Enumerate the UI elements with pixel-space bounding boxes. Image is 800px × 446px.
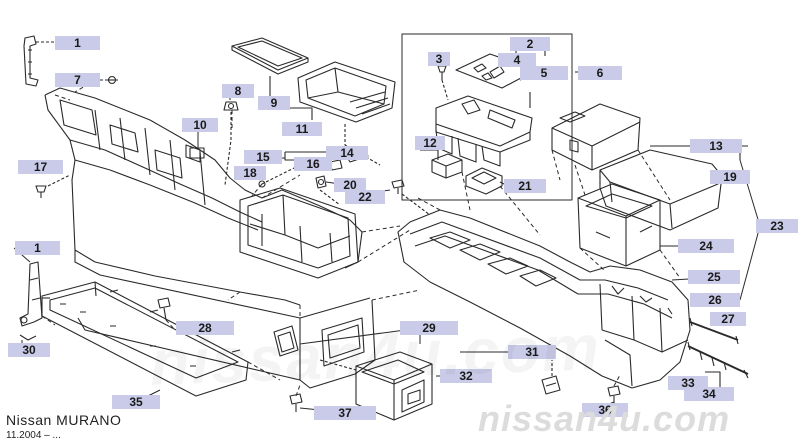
callout-12: 12: [415, 136, 445, 150]
callout-17: 17: [18, 160, 63, 174]
part-tray-21: [465, 167, 503, 195]
part-bracket-1-top: [23, 35, 39, 87]
part-lid-hinge-6: [551, 103, 641, 171]
callout-28: 28: [176, 321, 234, 335]
callout-4: 4: [498, 53, 536, 67]
part-finisher-5: [435, 95, 533, 167]
callout-7: 7: [55, 73, 100, 87]
part-screw-36: [607, 385, 621, 404]
callout-16: 16: [294, 157, 332, 171]
part-drawer-32: [355, 351, 433, 421]
part-box-12: [431, 153, 463, 179]
part-lower-console-25: [397, 209, 691, 389]
part-tray-11: [297, 61, 396, 123]
callout-10: 10: [182, 118, 218, 132]
callout-37: 37: [314, 406, 376, 420]
part-clip-10: [189, 147, 205, 159]
callout-6: 6: [578, 66, 622, 80]
callout-36: 36: [582, 403, 628, 417]
callout-35: 35: [112, 395, 160, 409]
callout-1: 1: [55, 36, 100, 50]
callout-22: 22: [345, 190, 385, 204]
callout-20: 20: [334, 178, 366, 192]
callout-18: 18: [234, 166, 266, 180]
footer-model-name: Nissan MURANO: [6, 412, 122, 428]
part-clip-8: [223, 101, 239, 111]
callout-3: 3: [428, 52, 450, 66]
callout-15: 15: [244, 150, 282, 164]
callout-29: 29: [400, 321, 458, 335]
watermark-logo: nissan4u.com: [478, 398, 731, 439]
part-rod-34: [687, 341, 749, 379]
part-rod-27: [689, 317, 739, 345]
callout-8: 8: [222, 84, 254, 98]
callout-5: 5: [520, 66, 568, 80]
footer-date-range: 11.2004 – ...: [6, 430, 61, 441]
callout-31: 31: [508, 345, 556, 359]
callout-24: 24: [678, 239, 734, 253]
callout-34: 34: [684, 387, 734, 401]
part-clip-20: [315, 175, 327, 189]
part-tray-lid-9: [231, 37, 309, 75]
callout-13: 13: [690, 139, 742, 153]
part-armrest-lid-19: [599, 149, 723, 231]
part-bracket-1-bottom: [19, 261, 43, 327]
callout-23: 23: [756, 219, 798, 233]
part-storage-box-24: [577, 183, 661, 267]
callout-21: 21: [504, 179, 546, 193]
part-screw-18: [258, 180, 266, 188]
part-screw-37: [289, 393, 303, 412]
part-console-body: [44, 87, 376, 389]
callout-19: 19: [710, 170, 750, 184]
callout-27: 27: [710, 312, 746, 326]
watermark-center: nissan4u.com: [149, 310, 602, 400]
callout-26: 26: [690, 293, 740, 307]
callout-32: 32: [440, 369, 492, 383]
part-pocket-29: [273, 325, 299, 357]
callout-11: 11: [282, 122, 322, 136]
part-screw-17: [35, 185, 47, 198]
callout-30: 30: [8, 343, 50, 357]
part-connector-31: [541, 375, 561, 395]
callout-9: 9: [258, 96, 290, 110]
part-screw-3: [437, 65, 447, 80]
callout-25: 25: [688, 270, 740, 284]
part-screw-22: [391, 179, 405, 194]
part-bolt-28: [157, 297, 171, 321]
callout-14: 14: [326, 146, 368, 160]
callout-2: 2: [510, 37, 550, 51]
callout-1b: 1: [15, 241, 60, 255]
callout-33: 33: [668, 376, 708, 390]
